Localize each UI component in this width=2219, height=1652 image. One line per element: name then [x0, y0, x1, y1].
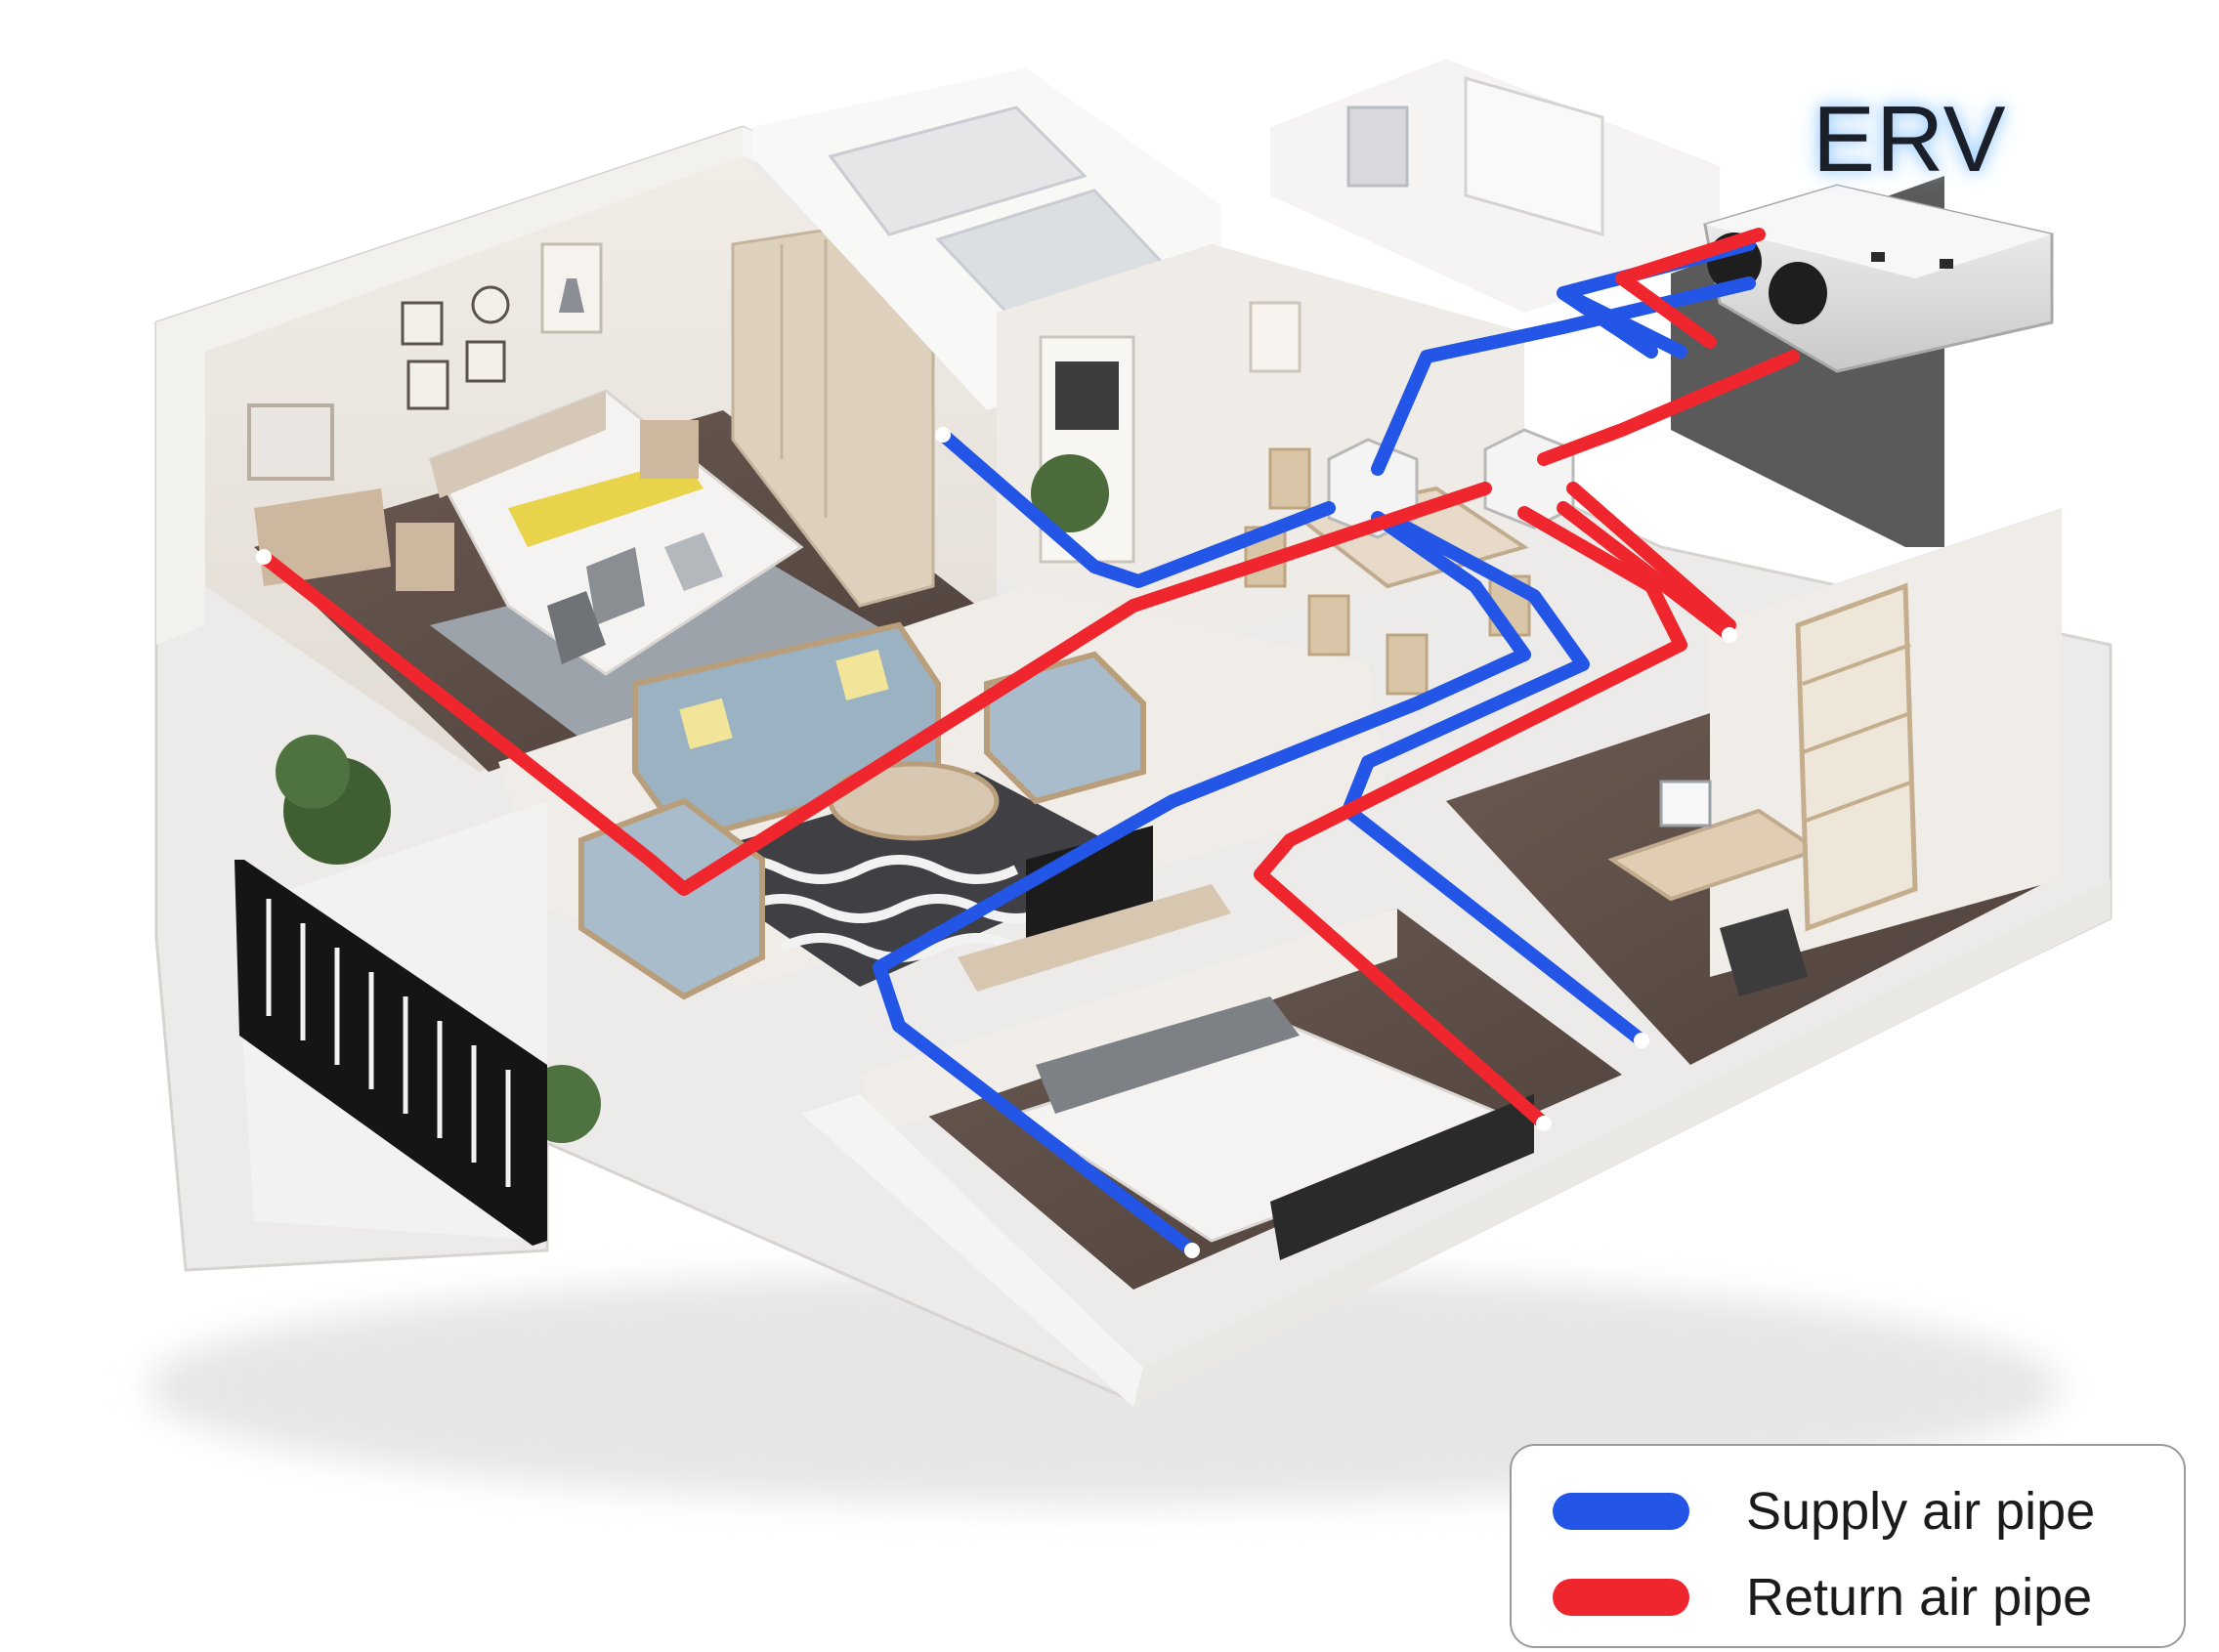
- second-bed-footboard: [1270, 1094, 1534, 1260]
- wall-mirror: [247, 403, 334, 481]
- wall-clock: [471, 285, 510, 324]
- erv-title: ERV: [1813, 87, 2007, 191]
- supply-pipe-study: [1342, 516, 1648, 1047]
- master-bed-headboard: [430, 391, 606, 498]
- supply-pipe-second-bedroom: [873, 511, 1531, 1257]
- computer-monitor: [1659, 780, 1712, 827]
- bookshelf: [1795, 582, 1918, 932]
- vanity-desk: [254, 488, 391, 586]
- supply-pipes: [873, 237, 1756, 1257]
- return-pipe-swatch: [1553, 1579, 1689, 1616]
- living-room-rug: [674, 772, 1143, 987]
- supply-outlet-hallway: [935, 427, 951, 443]
- plant-hallway: [1031, 454, 1109, 532]
- return-pipe-kitchen: [1566, 482, 1736, 632]
- supply-pipe-swatch: [1553, 1493, 1689, 1530]
- tv-stand: [958, 884, 1231, 992]
- supply-pipe-hallway: [936, 428, 1336, 588]
- erv-unit: [1703, 184, 2054, 373]
- return-pipe-living: [257, 482, 1492, 896]
- back-wall-left: [156, 127, 743, 645]
- legend-row-return: Return air pipe: [1512, 1561, 2184, 1630]
- return-pipe-main: [1537, 350, 1800, 466]
- return-pipe-second-bedroom: [1254, 506, 1687, 1130]
- return-inlet-master-bedroom: [256, 549, 272, 565]
- nightstand-right: [640, 420, 699, 479]
- balcony-railing: [235, 860, 547, 1246]
- erv-port-right: [1769, 262, 1827, 324]
- nightstand-left: [396, 523, 454, 591]
- supply-outlet-study: [1634, 1033, 1649, 1048]
- study-chair: [1720, 909, 1808, 996]
- return-pipe-study: [1557, 501, 1736, 642]
- master-bed-throw: [508, 459, 704, 547]
- return-inlet-study: [1722, 627, 1737, 643]
- supply-pipe-label: Supply air pipe: [1746, 1482, 2096, 1541]
- wall-art: [401, 301, 444, 346]
- return-pipes: [257, 228, 1800, 1130]
- second-bedroom-wall: [860, 909, 1397, 1133]
- legend-row-supply: Supply air pipe: [1512, 1475, 2184, 1544]
- armchair-right: [984, 651, 1146, 805]
- supply-outlet-second-bedroom: [1184, 1243, 1200, 1258]
- return-inlet-second-bedroom: [1536, 1116, 1552, 1131]
- return-pipe-label: Return air pipe: [1746, 1568, 2093, 1627]
- pipe-legend: Supply air pipe Return air pipe: [1510, 1444, 2186, 1648]
- front-wall: [801, 1094, 1143, 1407]
- return-pipe-erv-stub: [1615, 228, 1766, 349]
